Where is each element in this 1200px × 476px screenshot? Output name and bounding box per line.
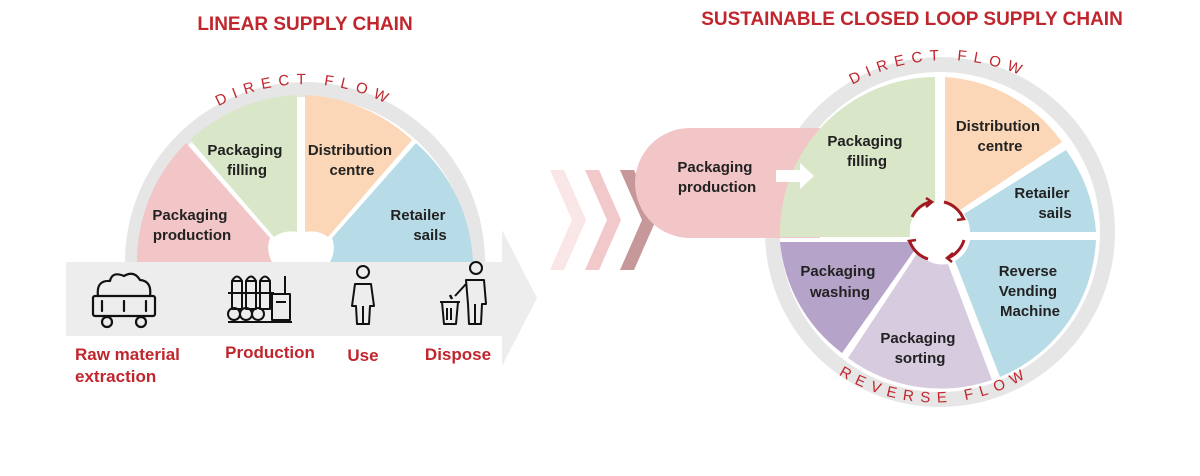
- entry-arrow: [776, 163, 814, 189]
- linear-label-packaging-production: Packaging production: [152, 207, 231, 244]
- closed-label-entry: Packaging production: [677, 159, 756, 196]
- closed-segment-packaging-sorting: [848, 252, 992, 389]
- linear-segment-packaging-production: [136, 143, 272, 262]
- closed-segment-packaging-washing: [780, 242, 914, 353]
- closed-label-retailer-sails: Retailer sails: [1014, 185, 1073, 222]
- step-label-production: Production: [225, 343, 315, 362]
- closed-label-distribution-centre: Distribution centre: [956, 118, 1044, 155]
- linear-label-distribution-centre: Distribution centre: [308, 142, 396, 179]
- linear-label-packaging-filling: Packaging filling: [207, 142, 286, 179]
- step-label-use: Use: [347, 346, 378, 365]
- closed-label-reverse-vending: Reverse Vending Machine: [999, 263, 1062, 320]
- linear-segment-distribution-centre: [305, 95, 412, 237]
- linear-segment-retailer-sails: [330, 143, 473, 262]
- closed-segment-reverse-vending: [955, 240, 1096, 377]
- factory-icon: [227, 275, 292, 323]
- step-label-raw-material: Raw material extraction: [75, 345, 185, 386]
- closed-segment-retailer-sails: [964, 150, 1096, 232]
- closed-entry-packaging-production: [635, 128, 820, 238]
- closed-label-packaging-washing: Packaging washing: [800, 263, 879, 301]
- person-dispose-icon: [440, 261, 487, 325]
- closed-segment-packaging-filling: [779, 77, 935, 237]
- closed-segment-distribution-centre: [945, 77, 1062, 210]
- mine-cart-icon: [91, 272, 157, 329]
- closed-label-packaging-filling: Packaging filling: [827, 133, 906, 170]
- closed-title: SUSTAINABLE CLOSED LOOP SUPPLY CHAIN: [701, 9, 1123, 30]
- linear-title: LINEAR SUPPLY CHAIN: [197, 14, 412, 35]
- linear-label-retailer-sails: Retailer sails: [390, 207, 449, 244]
- cycle-arrows-icon: [907, 196, 966, 263]
- step-label-dispose: Dispose: [425, 345, 491, 364]
- person-icon: [351, 265, 375, 325]
- closed-label-packaging-sorting: Packaging sorting: [880, 330, 959, 367]
- linear-segment-packaging-filling: [190, 95, 297, 237]
- linear-flow-arrow: [66, 230, 537, 366]
